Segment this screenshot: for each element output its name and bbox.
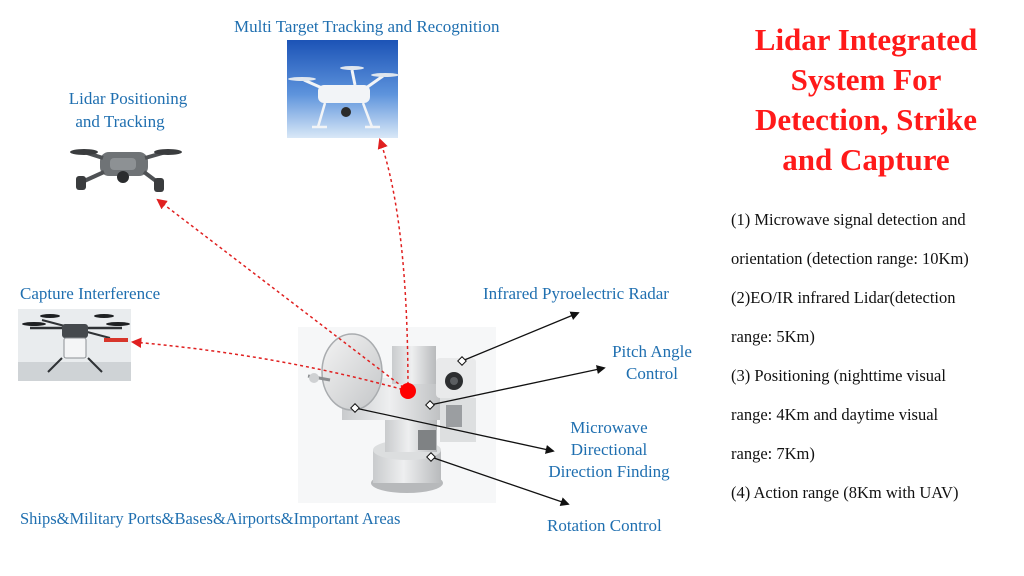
red-dotted-arrows — [130, 138, 409, 392]
title-line4: and Capture — [782, 142, 950, 177]
pointer-pitch-angle — [429, 365, 606, 406]
black-pointer-arrows — [350, 311, 606, 506]
title-line3: Detection, Strike — [754, 102, 978, 137]
title-line2: System For — [790, 62, 942, 97]
spec-line: range: 5Km) — [731, 327, 815, 346]
label-microwave-line3: Direction Finding — [548, 462, 670, 481]
pointer-rotation — [430, 456, 570, 506]
target-point-icon — [400, 383, 416, 399]
spec-line: orientation (detection range: 10Km) — [731, 249, 969, 268]
label-microwave-line1: Microwave — [570, 418, 648, 437]
spec-line: range: 7Km) — [731, 444, 815, 463]
label-infrared-radar: Infrared Pyroelectric Radar — [483, 284, 669, 303]
spec-line: (4) Action range (8Km with UAV) — [731, 483, 959, 502]
label-rotation-control: Rotation Control — [547, 516, 662, 535]
label-ships-military-ports: Ships&Military Ports&Bases&Airports&Impo… — [20, 509, 401, 528]
diagram-title: Lidar Integrated System For Detection, S… — [728, 20, 1004, 180]
label-microwave-line2: Directional — [570, 440, 648, 459]
foldable-drone-icon — [70, 149, 182, 192]
spec-line: (3) Positioning (nighttime visual — [731, 366, 946, 385]
spec-line: (1) Microwave signal detection and — [731, 210, 966, 229]
pointer-microwave — [354, 407, 555, 454]
label-lidar-positioning: Lidar Positioning and Tracking — [58, 87, 198, 133]
spec-line: range: 4Km and daytime visual — [731, 405, 939, 424]
label-lidar-positioning-line1: Lidar Positioning — [68, 89, 188, 108]
spec-list: (1) Microwave signal detection and orien… — [731, 200, 1016, 512]
label-pitch-line2: Control — [626, 364, 678, 383]
title-line1: Lidar Integrated — [754, 22, 978, 57]
label-microwave-direction: Microwave Directional Direction Finding — [536, 417, 682, 483]
quadcopter-drone-photo — [287, 40, 399, 138]
hexacopter-drone-icon — [22, 314, 130, 373]
label-multi-target-tracking: Multi Target Tracking and Recognition — [234, 17, 500, 36]
pointer-infrared-radar — [461, 311, 580, 362]
label-capture-interference: Capture Interference — [20, 284, 161, 303]
label-pitch-angle-control: Pitch Angle Control — [600, 341, 704, 385]
lidar-turret-device-icon — [307, 333, 476, 493]
hexacopter-drone-photo — [18, 309, 131, 381]
arrow-to-capture-interference — [130, 337, 409, 392]
spec-line: (2)EO/IR infrared Lidar(detection — [731, 288, 956, 307]
quadcopter-drone-icon — [288, 66, 399, 129]
label-lidar-positioning-line2: and Tracking — [75, 112, 165, 131]
lidar-turret-device-photo — [298, 327, 496, 503]
foldable-drone-photo — [70, 149, 182, 192]
label-pitch-line1: Pitch Angle — [612, 342, 692, 361]
arrow-to-lidar-positioning — [156, 198, 409, 392]
